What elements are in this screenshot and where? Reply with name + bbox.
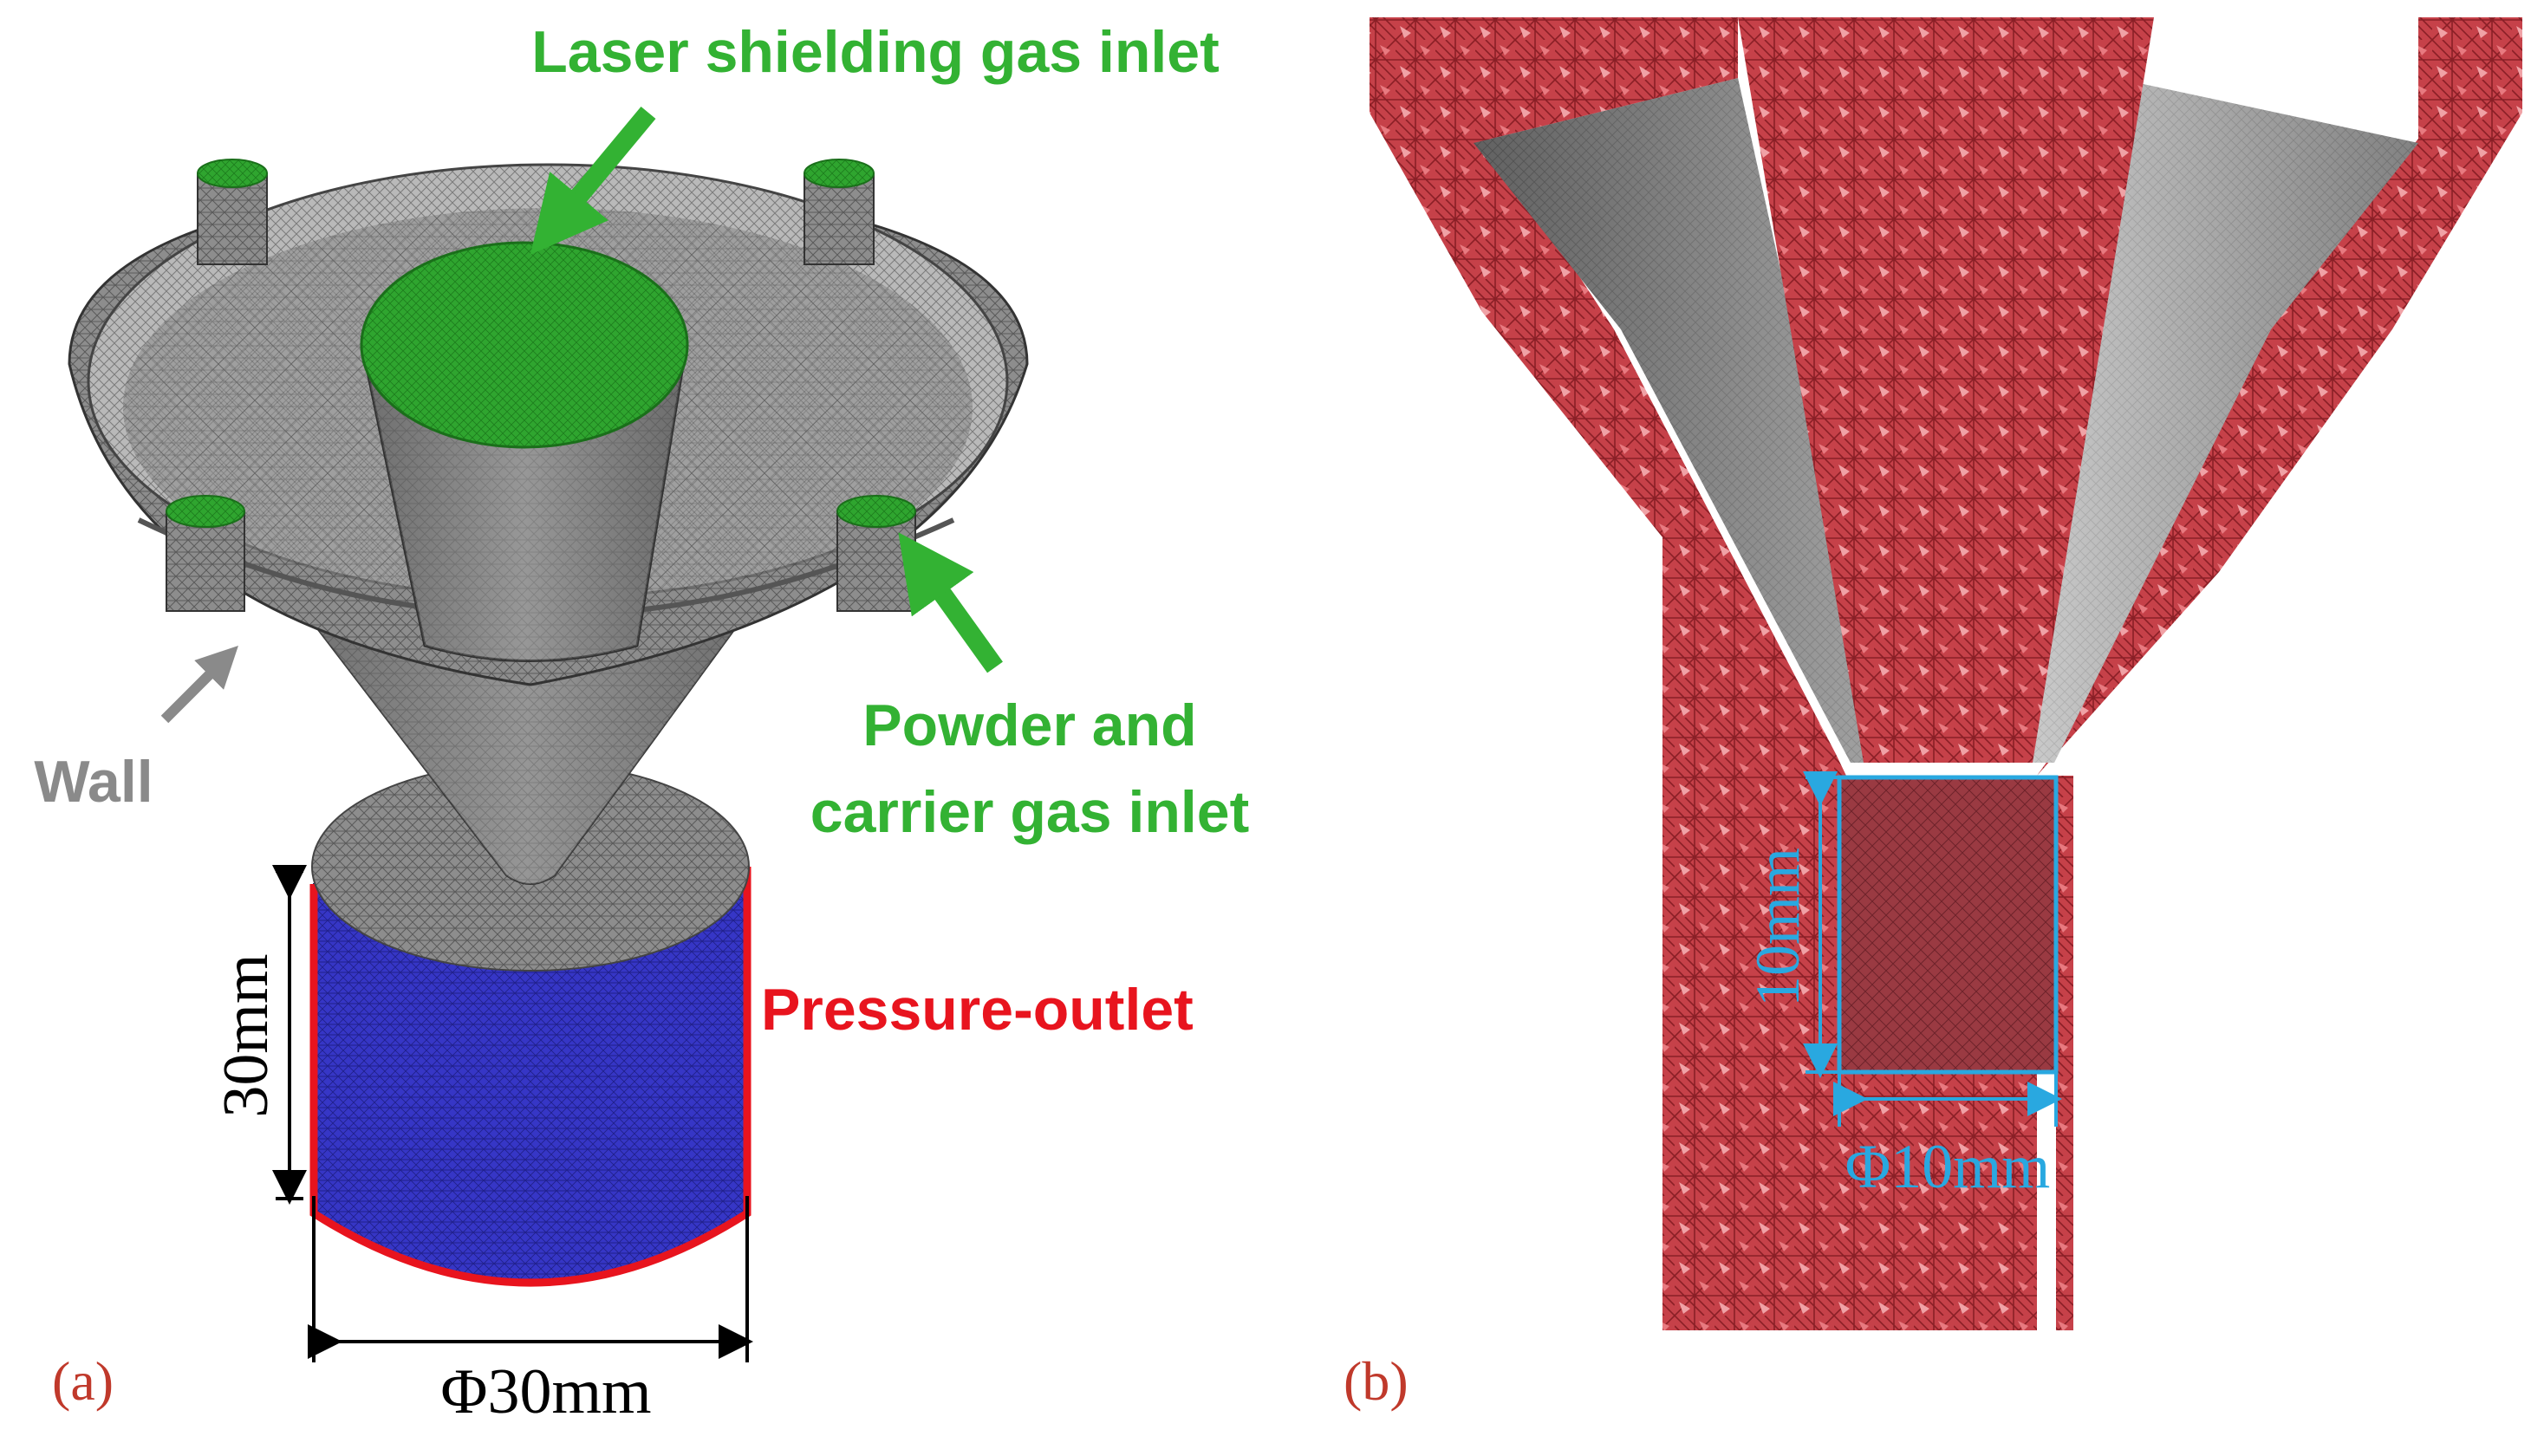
panel-b-label: (b) (1344, 1350, 1409, 1412)
panel-b: 10mm Φ10mm (b) (1344, 17, 2522, 1412)
central-laser-cone (360, 241, 689, 662)
powder-inlet-arrow (898, 532, 1003, 673)
b-diameter-dimension: Φ10mm (1833, 1072, 2062, 1201)
powder-inlet-tube-front-right (836, 495, 916, 612)
height-dimension: 30mm (211, 865, 307, 1205)
b-height-dimension-text: 10mm (1743, 848, 1812, 1007)
pressure-outlet-outline (309, 867, 751, 1287)
height-dimension-text: 30mm (211, 953, 282, 1117)
panel-a-label: (a) (52, 1350, 114, 1412)
diameter-dimension-text: Φ30mm (440, 1356, 651, 1427)
powder-inlet-label-line2: carrier gas inlet (810, 779, 1249, 845)
mesh-central-cone (1738, 17, 2154, 763)
mesh-outer-left (1370, 17, 1846, 776)
powder-inlet-label-line1: Powder and (862, 692, 1196, 758)
laser-inlet-arrow (530, 106, 656, 255)
laser-inlet-face (360, 241, 689, 449)
diameter-dimension: Φ30mm (308, 1196, 753, 1427)
b-height-dimension: 10mm (1743, 771, 1839, 1078)
mesh-outer-right (2037, 17, 2522, 776)
laser-inlet-label: Laser shielding gas inlet (531, 19, 1220, 85)
wall-label: Wall (34, 749, 153, 815)
refinement-box-outline (1837, 775, 2059, 1075)
refined-mesh-region (1839, 777, 2056, 1072)
wall-arrow (160, 646, 238, 724)
mesh-lower-block-right (2056, 776, 2073, 1330)
b-diameter-dimension-text: Φ10mm (1845, 1132, 2051, 1201)
pressure-outlet-label: Pressure-outlet (761, 977, 1194, 1043)
panel-a: Laser shielding gas inlet Powder and car… (34, 19, 1249, 1427)
powder-inlet-tube-back-right (804, 159, 875, 265)
powder-inlet-tube-back-left (197, 159, 268, 265)
powder-inlet-tube-front-left (166, 495, 245, 612)
